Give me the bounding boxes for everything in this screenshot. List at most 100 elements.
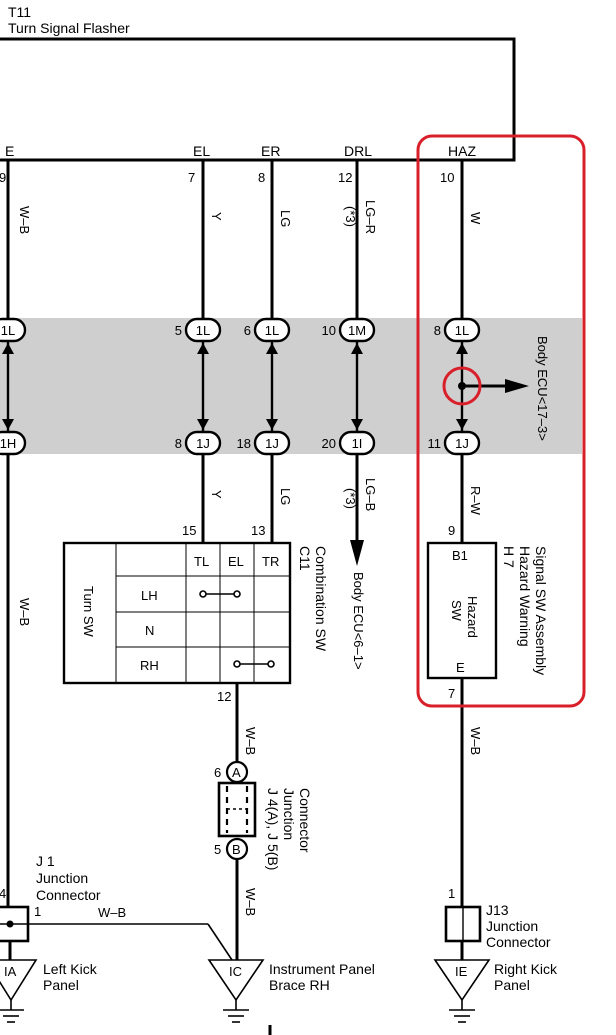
ground-ie-line1: Right Kick [494, 961, 558, 977]
connector-upper-0: 1L [0, 317, 27, 343]
connector-upper-1-label: 1L [196, 323, 210, 338]
inline-arrow-up-0 [2, 343, 14, 354]
j1-pin-left: 4 [0, 886, 6, 901]
branch-arrow [505, 379, 529, 393]
hazard-name-2: Signal SW Assembly [533, 546, 549, 675]
wire-color-y-lower: Y [209, 490, 224, 499]
flasher-ref: T11 [8, 4, 31, 20]
connector-upper-4-pin: 8 [434, 323, 441, 338]
combo-pin-tl: 15 [182, 523, 196, 538]
ground-ic-line1: Instrument Panel [269, 961, 375, 977]
connector-lower-0: 1H [0, 430, 27, 456]
connector-lower-4-pin: 11 [428, 436, 442, 451]
hazard-name-1: Hazard Warning [517, 546, 533, 647]
connector-lower-4: 1J 11 [428, 430, 481, 456]
connector-lower-4-label: 1J [455, 436, 469, 451]
hazard-pin-top: 9 [448, 523, 455, 538]
wire-color-lgb: LG–B [363, 478, 378, 511]
terminal-haz: HAZ [448, 143, 476, 159]
ground-ie-code: IE [455, 964, 468, 979]
combo-col-tl: TL [194, 554, 209, 569]
combo-name: Combination SW [313, 546, 329, 652]
inline-connectors: 1L 1H 1L 5 1J 8 1L 6 1J 18 1M 10 1I 20 1L8 1J 11 [0, 317, 481, 456]
wire-j1-diag [207, 923, 233, 961]
hazard-ref: H 7 [501, 546, 517, 568]
pin-e: 9 [0, 170, 6, 185]
link-rh-dot-a [233, 660, 241, 668]
j13-ref: J13 [486, 902, 509, 918]
connector-lower-0-label: 1H [0, 436, 16, 451]
wire-color-j4-bottom: W–B [243, 888, 258, 916]
body-ecu-side-label: Body ECU<17–3> [535, 336, 550, 441]
connector-lower-3-label: 1I [352, 436, 363, 451]
connector-lower-1-pin: 8 [175, 436, 182, 451]
connector-upper-2-label: 1L [265, 323, 279, 338]
connector-upper-2-pin: 6 [244, 323, 251, 338]
wire-color-wb: W–B [17, 206, 32, 234]
combo-row-n: N [145, 623, 154, 638]
ground-ia [0, 959, 38, 1023]
link-rh-dot-b [267, 660, 275, 668]
j4-line3: Connector [297, 788, 313, 853]
combo-pin-tr: 13 [251, 523, 265, 538]
wire-color-lgr: LG–R [363, 200, 378, 234]
connector-upper-0-label: 1L [1, 323, 15, 338]
connector-upper-3-label: 1M [348, 323, 366, 338]
ground-ia-line1: Left Kick [43, 961, 98, 977]
ground-ic [207, 959, 265, 1023]
turn-sw-title: Turn SW [81, 586, 96, 638]
combo-row-rh: RH [140, 658, 159, 673]
connector-lower-1-label: 1J [196, 436, 210, 451]
j4-pin-a: 6 [214, 765, 221, 780]
j4-pin-b: 5 [214, 842, 221, 857]
hazard-term-top: B1 [452, 548, 468, 563]
hazard-inner-2: SW [449, 600, 464, 622]
terminal-drl: DRL [344, 143, 372, 159]
hazard-pin-bottom: 7 [448, 686, 455, 701]
j1-pin-right: 1 [34, 904, 41, 919]
inline-arrow-up-1 [197, 343, 209, 354]
j1-dot [6, 920, 14, 928]
ground-ic-code: IC [229, 964, 242, 979]
j13-pin: 1 [448, 886, 455, 901]
pin-drl: 12 [338, 170, 352, 185]
terminal-e: E [5, 143, 14, 159]
highlight-box [416, 134, 586, 708]
connector-lower-2-pin: 18 [237, 436, 251, 451]
connector-upper-3-pin: 10 [322, 323, 336, 338]
wire-note-top: (*3) [343, 206, 358, 227]
connector-upper-1-pin: 5 [175, 323, 182, 338]
connector-lower-3: 1I 20 [322, 430, 376, 456]
j4-ref: J 4(A), J 5(B) [265, 788, 281, 870]
wire-note-lower: (*3) [343, 488, 358, 509]
hazard-inner-1: Hazard [465, 596, 480, 638]
highlight-circle [442, 366, 482, 406]
combo-row-lh: LH [141, 588, 158, 603]
connector-upper-4: 1L8 [434, 317, 481, 343]
flasher-name: Turn Signal Flasher [8, 20, 130, 36]
connector-upper-3: 1M 10 [322, 317, 376, 343]
wire-color-j1: W–B [98, 905, 126, 920]
ground-ie [433, 959, 491, 1023]
wire-color-hazard-out: W–B [468, 727, 483, 755]
ground-ia-code: IA [4, 964, 17, 979]
j1-line3: Connector [36, 887, 101, 903]
j4-line2: Junction [281, 788, 297, 840]
wire-color-combo-out: W–B [243, 727, 258, 755]
j4-label-b: B [232, 842, 241, 857]
ground-ia-line2: Panel [43, 977, 79, 993]
j1-line2: Junction [36, 870, 88, 886]
pin-er: 8 [258, 170, 265, 185]
connector-lower-3-pin: 20 [322, 436, 336, 451]
inline-arrow-up-4 [456, 343, 468, 354]
combo-pin-bottom: 12 [217, 689, 231, 704]
terminal-er: ER [261, 143, 280, 159]
connector-lower-1: 1J 8 [175, 430, 222, 456]
combo-col-tr: TR [262, 554, 279, 569]
inline-arrow-down-0 [2, 419, 14, 430]
pin-el: 7 [188, 170, 195, 185]
pin-haz: 10 [440, 170, 454, 185]
inline-arrow-up-2 [266, 343, 278, 354]
